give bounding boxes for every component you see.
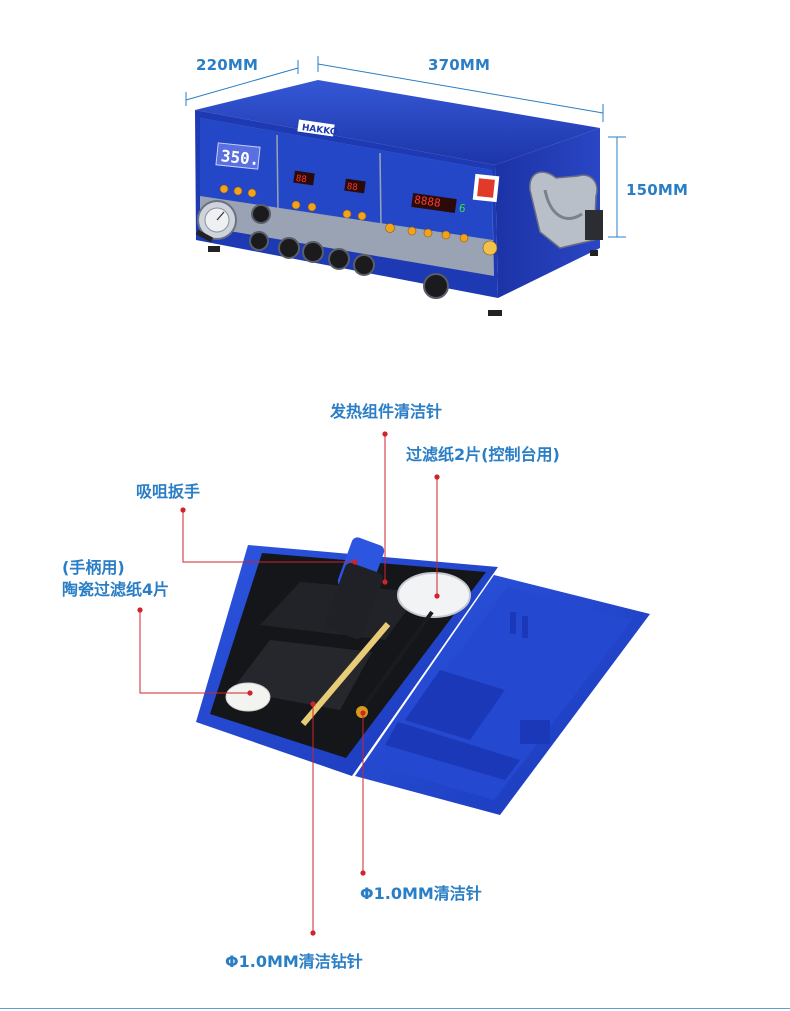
bottom-divider [0, 1008, 790, 1009]
tool-case [196, 537, 650, 815]
svg-text:6: 6 [458, 202, 466, 216]
callout-leaders [139, 434, 438, 933]
callout-heater-cleaning-pin: 发热组件清洁针 [330, 402, 443, 421]
dimension-height-label: 150MM [626, 181, 689, 199]
callout-cleaning-pin-1mm: Φ1.0MM清洁针 [360, 884, 482, 903]
callout-filter-paper: 过滤纸2片(控制台用) [406, 445, 560, 464]
callout-desolder-wrench: 吸咀扳手 [136, 482, 201, 501]
svg-text:8888: 8888 [413, 193, 441, 210]
dimension-width-label: 370MM [428, 56, 491, 74]
iron-holder [529, 171, 603, 249]
callout-cleaning-drill-1mm: Φ1.0MM清洁钻针 [225, 952, 363, 971]
callout-ceramic-filter-handle: (手柄用) [62, 558, 125, 577]
svg-text:HAKKO: HAKKO [301, 123, 338, 138]
svg-text:350.: 350. [220, 146, 260, 169]
dimension-depth-label: 220MM [196, 56, 259, 74]
svg-text:88: 88 [346, 182, 358, 193]
rework-station: HAKKO 350. 88 88 8888 6 [195, 80, 603, 316]
callout-ceramic-filter: 陶瓷过滤纸4片 [62, 580, 170, 599]
dimension-lines [185, 56, 626, 238]
callout-dots [137, 431, 440, 936]
svg-text:88: 88 [295, 174, 307, 185]
